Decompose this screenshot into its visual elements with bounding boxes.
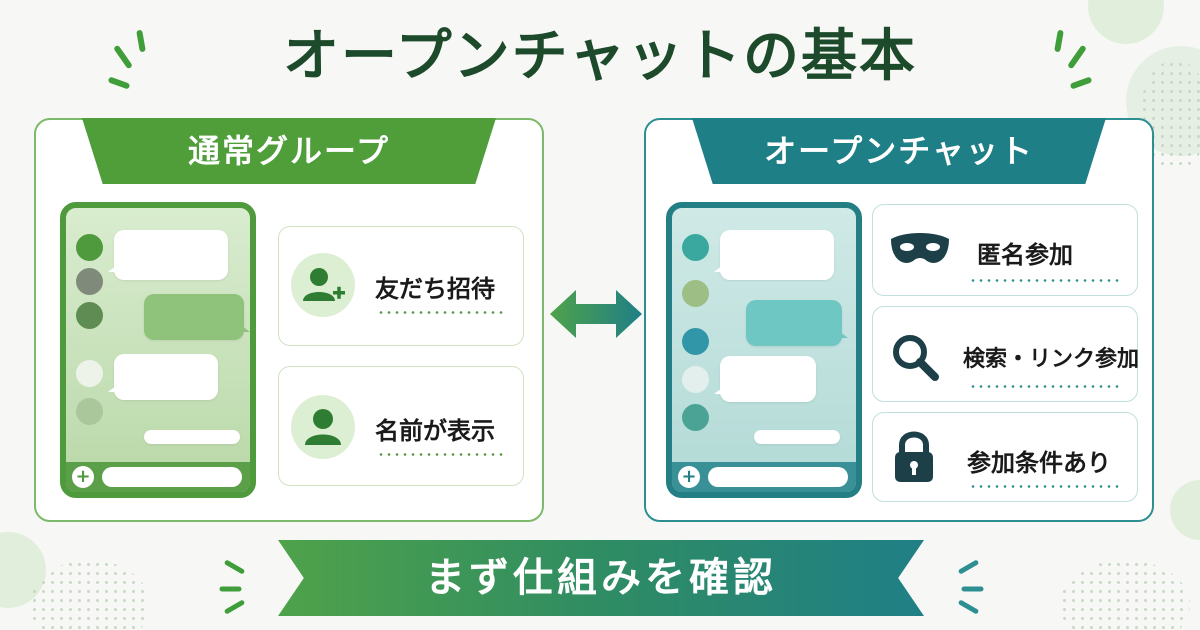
dotted-line (969, 485, 1119, 488)
message-composer: + (66, 462, 250, 492)
avatar (76, 302, 103, 329)
spark-decoration (223, 599, 246, 615)
feature-label: 匿名参加 (977, 241, 1073, 269)
open-chat-header: オープンチャット (692, 118, 1106, 184)
bottom-banner: まず仕組みを確認 (278, 540, 924, 616)
avatar (682, 366, 709, 393)
feature-card-anonymous: 匿名参加 (872, 204, 1138, 296)
message-input[interactable] (102, 467, 242, 487)
avatar (76, 268, 103, 295)
avatar (76, 398, 103, 425)
message-bubble (754, 430, 840, 444)
message-bubble (714, 356, 816, 402)
decorative-dots (30, 560, 150, 630)
dotted-line (969, 385, 1119, 388)
spark-decoration (957, 559, 980, 575)
add-icon[interactable]: + (678, 466, 700, 488)
message-bubble (746, 300, 848, 346)
dotted-line (377, 311, 507, 314)
message-bubble (144, 294, 250, 340)
feature-label: 検索・リンク参加 (963, 347, 1140, 372)
icon-background (291, 395, 355, 459)
message-bubble (108, 354, 218, 400)
normal-group-header: 通常グループ (82, 118, 496, 184)
add-user-icon (303, 268, 345, 301)
feature-card-search-link: 検索・リンク参加 (872, 306, 1140, 402)
avatar (76, 234, 103, 261)
avatar (76, 360, 103, 387)
icon-background (291, 253, 355, 317)
avatar (682, 280, 709, 307)
spark-decoration (223, 559, 246, 575)
page-title: オープンチャットの基本 (282, 24, 918, 89)
lock-icon (895, 431, 933, 482)
message-bubble (714, 230, 834, 280)
spark-decoration (957, 599, 980, 615)
feature-card-invite-friends: 友だち招待 (278, 226, 524, 346)
feature-label: 友だち招待 (375, 275, 495, 303)
message-bubble (144, 430, 240, 444)
open-chat-phone: + (666, 202, 862, 498)
add-icon[interactable]: + (72, 466, 94, 488)
message-composer: + (672, 462, 856, 492)
spark-decoration (219, 586, 242, 592)
dotted-line (969, 279, 1119, 282)
double-arrow-icon (550, 290, 642, 338)
avatar (682, 234, 709, 261)
avatar (682, 328, 709, 355)
decorative-circle (1170, 480, 1200, 540)
feature-label: 参加条件あり (967, 449, 1111, 477)
normal-group-phone: + (60, 202, 256, 498)
user-icon (305, 409, 341, 445)
dotted-line (377, 453, 507, 456)
message-bubble (108, 230, 228, 280)
avatar (682, 404, 709, 431)
feature-card-join-conditions: 参加条件あり (872, 412, 1138, 502)
feature-card-name-shown: 名前が表示 (278, 366, 524, 486)
message-input[interactable] (708, 467, 848, 487)
decorative-dots (1060, 560, 1190, 630)
spark-decoration (961, 586, 984, 592)
search-icon (893, 335, 939, 381)
feature-label: 名前が表示 (375, 417, 495, 445)
mask-icon (891, 233, 949, 263)
